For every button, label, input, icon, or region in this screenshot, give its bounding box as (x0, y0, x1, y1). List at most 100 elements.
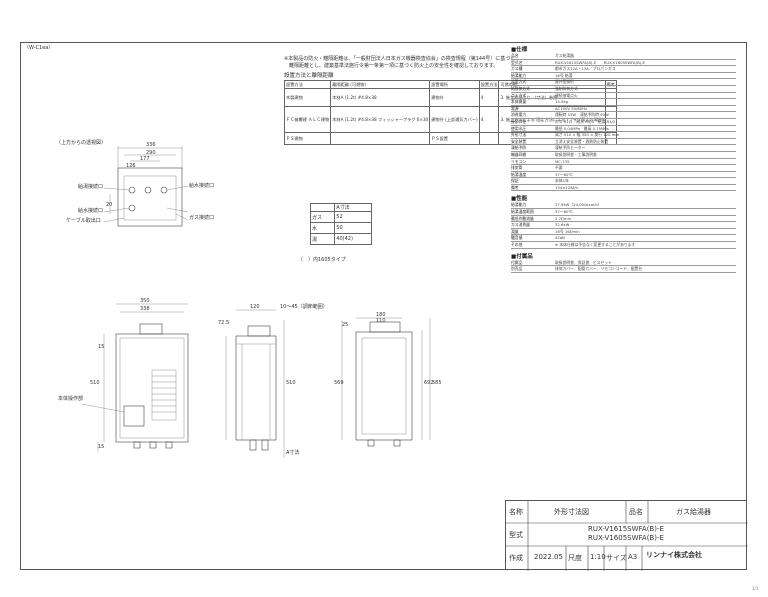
dim-label: 湯 (309, 233, 336, 245)
note-line-2: 離隔距離とし、建築基準法施行令第一条第一項に基づく防火上の安全性を確認しておりま… (284, 63, 499, 69)
perf-key: 最低作動流量 (511, 215, 534, 221)
perf-title: ■性能 (511, 196, 528, 203)
spec-value: 最低 0.04MPa 最高 0.75MPa (555, 125, 609, 131)
spec-key: 給湯温度 (511, 171, 527, 177)
spec-value: 連続放電点火 (555, 92, 578, 98)
dim-20: 20 (106, 202, 113, 208)
spec-key: 外形寸法 (511, 132, 527, 138)
dim-15-top: 15 (98, 344, 105, 350)
spec-value: 立消え安全装置・過熱防止装置 (555, 138, 609, 144)
spec-title: ■仕様 (511, 47, 528, 53)
dim-290: 290 (146, 150, 156, 156)
spec-row: 安全装置立消え安全装置・過熱防止装置 (511, 139, 736, 146)
company-logo: リンナイ株式会社 (646, 551, 702, 559)
acc-key: 付属品 (511, 259, 523, 265)
perf-value: 37～60℃ (555, 209, 573, 215)
dim-a: A寸法 (286, 450, 300, 456)
cell: ＰＳ設置 (429, 132, 480, 145)
top-view (103, 146, 189, 227)
spec-key: 給排気方式 (511, 85, 530, 91)
dim-585: 585 (432, 380, 442, 386)
cell: 3. 施工方法による 固定方法による (プラグ固定の場合) (498, 106, 606, 133)
acc-value: 排気カバー、配管カバー、リモコンコード、据置台 (555, 266, 643, 272)
spec-value: 都市ガス12A・13A／プロパンガス (555, 66, 616, 72)
dim-126: 126 (126, 163, 136, 169)
spec-row: 品名ガス給湯器 (511, 53, 736, 60)
tb-date: 2022.05 (534, 553, 563, 561)
tb-name-label: 名称 (509, 508, 523, 516)
cell: ＦＣ被覆建 ＡＬＣ建物 (283, 106, 332, 133)
acc-row: 付属品 取扱説明書、保証書、ビスセット (511, 260, 736, 267)
acc-key: 別売品 (511, 266, 523, 272)
spec-key: 機器同梱 (511, 151, 527, 157)
spec-key: 備考 (511, 184, 519, 190)
spec-value: 不要 (555, 165, 563, 171)
acc-row: 別売品 排気カバー、配管カバー、リモコンコード、据置台 (511, 266, 736, 273)
dim-510-side: 510 (286, 380, 296, 386)
tb-size-label: サイズ (606, 554, 627, 562)
tb-product-label: 品名 (629, 508, 643, 516)
dim-569: 569 (334, 380, 344, 386)
spec-key: 品名 (511, 53, 519, 58)
spec-value: 37～60℃ (555, 171, 573, 177)
label-control-panel: 本体操作部 (58, 396, 84, 402)
label-water-inlet: 給水接続口 (78, 208, 104, 214)
perf-key: 給湯能力 (511, 202, 527, 208)
spec-value: RUX-V1615SWFA(B)-E RUX-V1605SWFA(B)-E (555, 59, 645, 65)
note-line-1: ※本製品の防火・離隔距離は、「一般財団法人日本ガス機器検査協会」の検査規程（第1… (284, 56, 516, 62)
perf-key: その他 (511, 242, 523, 248)
spec-value: 屋外壁掛形 (555, 79, 574, 85)
spec-value: 強制排気方式 (555, 85, 578, 91)
perf-key: 給湯温度範囲 (511, 209, 534, 215)
spec-row: ガス種都市ガス12A・13A／プロパンガス (511, 66, 736, 73)
spec-value: 15.5kg (555, 99, 569, 105)
tb-scale-label: 尺度 (568, 554, 582, 562)
spec-value: MC-135 (555, 158, 570, 164)
dim-value: 50 (334, 222, 372, 234)
perf-row: 湯量 16号 16ℓ/min (511, 229, 736, 236)
spec-value: 運転時 53W 凍結予防時 90W (555, 112, 609, 118)
perf-row: 最低作動流量 2.7ℓ/min (511, 216, 736, 223)
dim-72-5: 72.5 (218, 320, 230, 326)
spec-value: ガス R1/2 給水 R3/4 給湯 R1/2 (555, 118, 616, 124)
spec-key: 電源 (511, 105, 519, 111)
label-cable-outlet: ケーブル取出口 (66, 218, 101, 224)
dim-338: 338 (140, 306, 150, 312)
perf-value: 2.7ℓ/min (555, 215, 572, 221)
tb-made-label: 作成 (509, 554, 523, 562)
tb-size: A3 (628, 553, 638, 561)
perf-value: 16号 16ℓ/min (555, 228, 580, 234)
tb-model-2: RUX-V1605SWFA(B)-E (588, 534, 664, 542)
spec-value: 凍結予防ヒーター (555, 145, 586, 151)
acc-rows: 付属品 取扱説明書、保証書、ビスセット別売品 排気カバー、配管カバー、リモコンコード… (511, 260, 736, 273)
corner-label: （W-C1ea） (24, 45, 54, 51)
perf-value: 32.6kW (555, 222, 570, 228)
spec-key: 排気筒 (511, 165, 523, 171)
acc-value: 取扱説明書、保証書、ビスセット (555, 259, 612, 265)
spec-value: 本体1年 (555, 178, 569, 184)
side-view (225, 309, 285, 458)
spec-row: 外形寸法高さ 510 × 幅 350 × 奥行 120 mm (511, 132, 736, 139)
spec-key: 設置方式 (511, 79, 527, 85)
perf-key: 湯量 (511, 228, 519, 234)
dim-table-note: （ ）内1605タイプ (298, 257, 346, 263)
tb-model-label: 型式 (509, 531, 523, 539)
install-table: 設置方法 離隔距離 (可燃物) 設置場所 設置方法 可燃の壁 備考 木製建物 木… (283, 80, 618, 145)
title-block: 名称 外形寸法図 品名 ガス給湯器 型式 RUX-V1615SWFA(B)-E … (505, 500, 748, 571)
spec-value: 134×128ℓ/h (555, 184, 578, 190)
dim-336: 336 (146, 142, 156, 148)
perf-key: 騒音値 (511, 235, 523, 241)
spec-key: 本体質量 (511, 99, 527, 105)
spec-row: 設置方式 屋外壁掛形 (511, 79, 736, 86)
spec-key: 点火方式 (511, 92, 527, 98)
cell: ＰＳ建物 (283, 132, 332, 145)
